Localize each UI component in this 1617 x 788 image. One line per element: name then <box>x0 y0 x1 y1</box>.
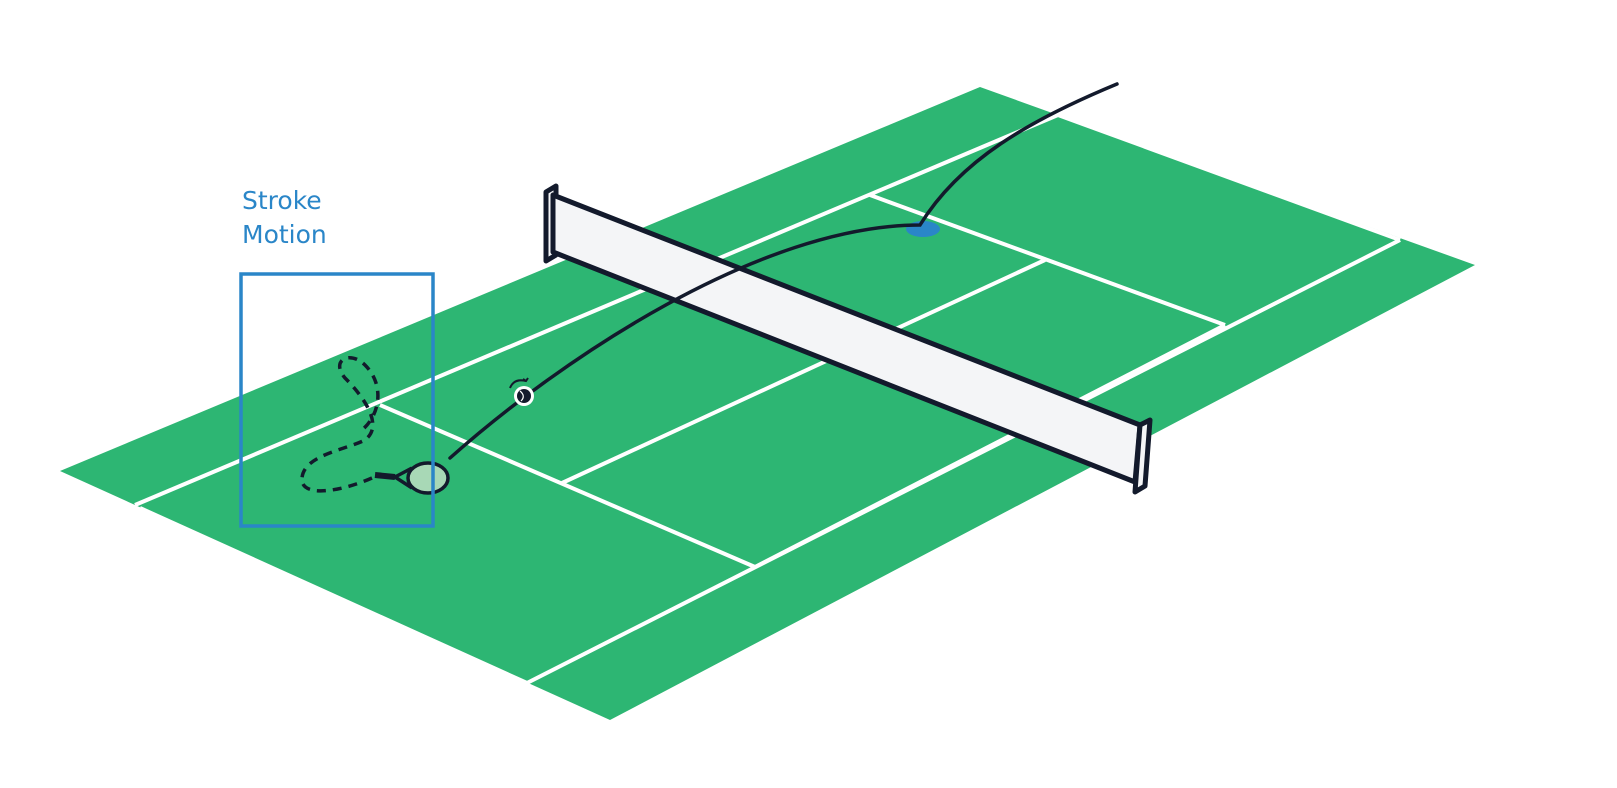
stroke-motion-box <box>239 272 435 528</box>
tennis-court <box>60 87 1475 720</box>
net <box>543 183 1153 495</box>
spin-arrow-icon <box>509 377 529 389</box>
ball-trajectory <box>448 82 1119 460</box>
annotation-motion: Motion <box>242 220 327 249</box>
court-lines <box>134 113 1401 685</box>
racket-icon <box>374 461 450 495</box>
annotation-stroke: Stroke <box>242 186 322 215</box>
tennis-ball-icon <box>514 386 534 406</box>
